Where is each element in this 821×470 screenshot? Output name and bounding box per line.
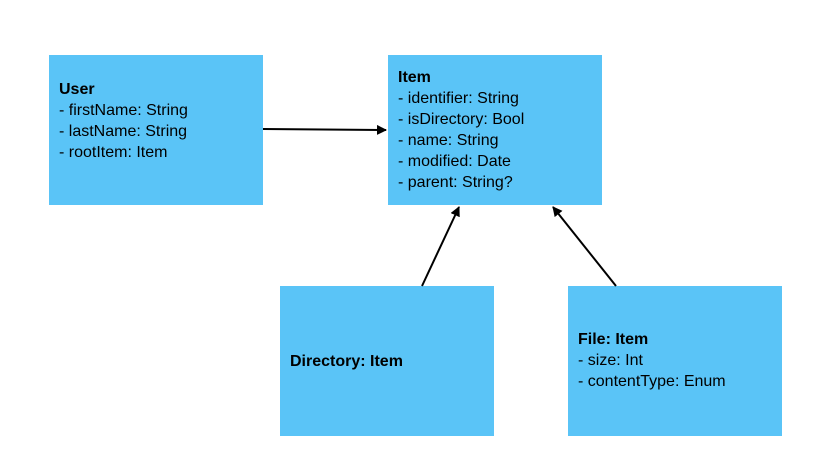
- user-class-box[interactable]: User - firstName: String - lastName: Str…: [49, 55, 263, 205]
- item-field-parent: - parent: String?: [398, 174, 513, 191]
- item-field-identifier: - identifier: String: [398, 90, 519, 107]
- user-field-first-name: - firstName: String: [59, 102, 188, 119]
- user-field-last-name: - lastName: String: [59, 123, 188, 140]
- file-class-title: File: Item: [578, 331, 649, 348]
- arrow-user-to-item: [262, 124, 387, 135]
- item-field-modified: - modified: Date: [398, 153, 511, 170]
- file-class-box[interactable]: File: Item - size: Int - contentType: En…: [568, 286, 782, 436]
- item-field-is-directory: - isDirectory: Bool: [398, 111, 525, 128]
- item-class-box[interactable]: Item - identifier: String - isDirectory:…: [388, 55, 602, 205]
- user-field-root-item: - rootItem: Item: [59, 144, 168, 161]
- directory-class-box[interactable]: Directory: Item: [280, 286, 494, 436]
- arrow-directory-to-item: [421, 206, 460, 287]
- directory-class-title: Directory: Item: [290, 352, 403, 370]
- file-field-content-type: - contentType: Enum: [578, 373, 726, 390]
- file-field-size: - size: Int: [578, 352, 643, 369]
- user-class-title: User: [59, 81, 95, 98]
- item-class-title: Item: [398, 69, 431, 86]
- item-field-name: - name: String: [398, 132, 499, 149]
- arrow-file-to-item: [552, 206, 617, 287]
